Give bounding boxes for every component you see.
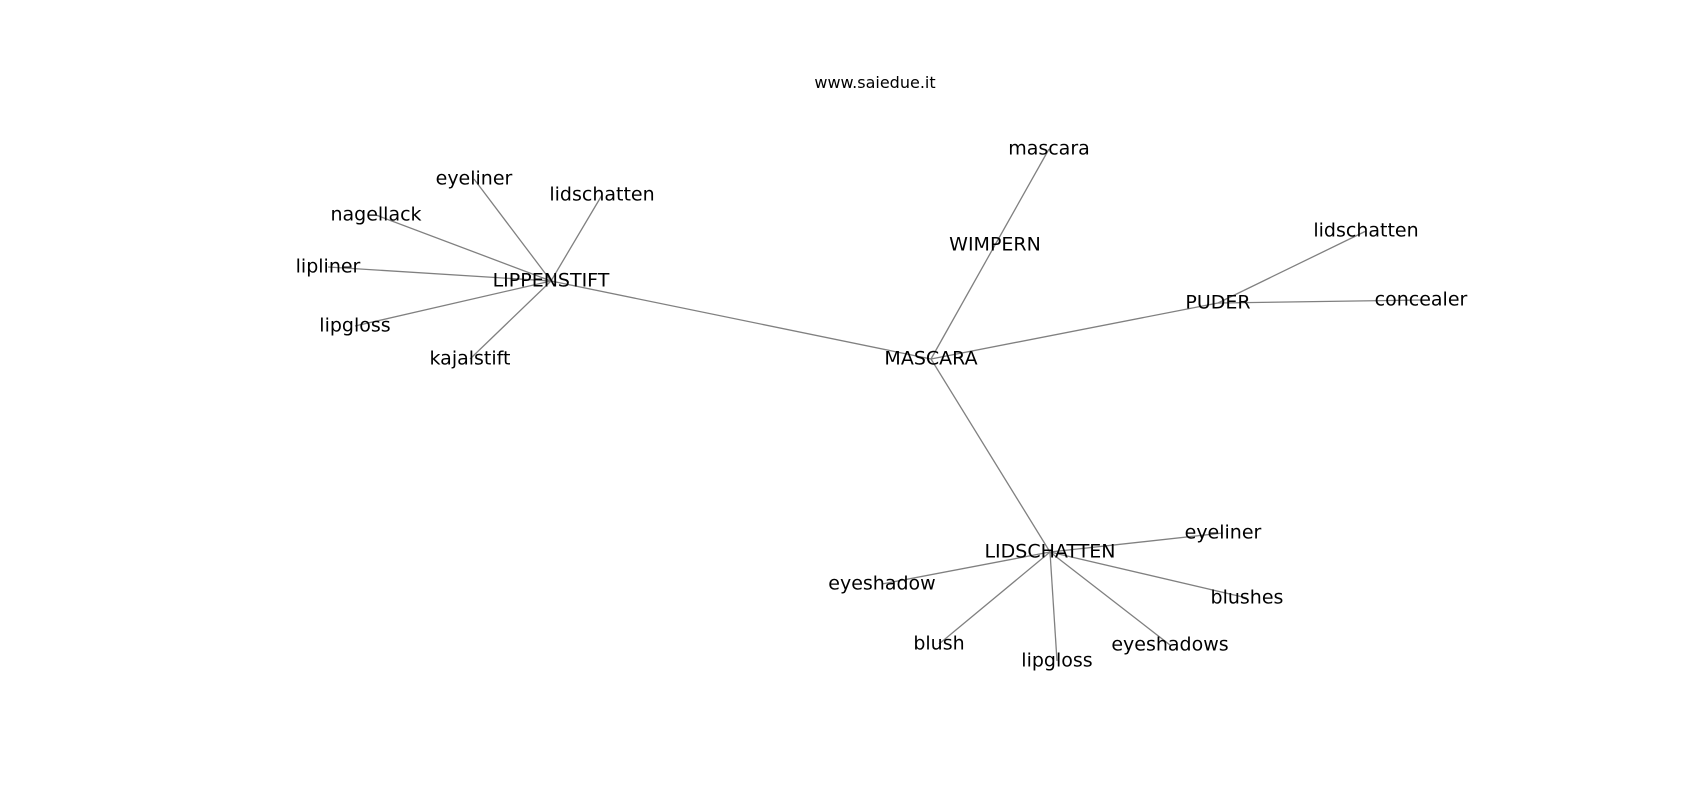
node-label-p-concealer: concealer	[1375, 289, 1468, 311]
node-label-mascara-hub: MASCARA	[884, 348, 977, 370]
node-label-ls-blushes: blushes	[1211, 587, 1284, 609]
node-label-lidschatten-hub: LIDSCHATTEN	[984, 541, 1115, 563]
edge-lippenstift-l_eyeliner	[473, 178, 552, 282]
site-url-label: www.saiedue.it	[814, 73, 935, 92]
edge-lidschatten_hub-ls_eyeshadows	[1049, 551, 1171, 646]
edge-mascara_hub-wimpern	[930, 244, 996, 360]
edge-lippenstift-l_lipliner	[327, 266, 552, 282]
edge-lidschatten_hub-ls_blushes	[1049, 551, 1248, 599]
edge-wimpern-w_mascara	[994, 148, 1050, 246]
node-label-l-kajalstift: kajalstift	[430, 348, 511, 370]
edge-puder-p_concealer	[1217, 299, 1422, 304]
node-label-w-mascara: mascara	[1008, 138, 1090, 160]
node-label-ls-lipgloss: lipgloss	[1021, 650, 1092, 672]
edge-lidschatten_hub-ls_eyeshadow	[881, 551, 1051, 585]
edge-mascara_hub-lippenstift	[550, 280, 932, 360]
node-label-l-lidschatten: lidschatten	[549, 184, 654, 206]
edge-puder-p_lidschatten	[1217, 230, 1367, 304]
node-label-l-eyeliner: eyeliner	[436, 168, 513, 190]
node-label-ls-eyeshadow: eyeshadow	[828, 573, 935, 595]
edge-mascara_hub-puder	[930, 302, 1219, 360]
node-label-ls-blush: blush	[913, 633, 964, 655]
edge-mascara_hub-lidschatten_hub	[930, 358, 1051, 553]
edge-lippenstift-l_nagellack	[375, 214, 552, 282]
node-label-lippenstift: LIPPENSTIFT	[493, 270, 610, 292]
node-label-p-lidschatten: lidschatten	[1313, 220, 1418, 242]
edges-layer	[327, 148, 1422, 662]
node-label-l-lipgloss: lipgloss	[319, 315, 390, 337]
edge-lippenstift-l_lidschatten	[550, 194, 603, 282]
node-label-ls-eyeliner: eyeliner	[1185, 522, 1262, 544]
edge-lippenstift-l_kajalstift	[469, 280, 552, 360]
edge-lidschatten_hub-ls_blush	[938, 551, 1051, 645]
node-label-ls-eyeshadows: eyeshadows	[1111, 634, 1228, 656]
node-label-l-nagellack: nagellack	[330, 204, 421, 226]
labels-layer: MASCARA LIPPENSTIFT WIMPERN PUDER LIDSCHATTE…	[296, 138, 1468, 672]
edge-lippenstift-l_lipgloss	[354, 280, 552, 327]
edge-lidschatten_hub-ls_eyeliner	[1049, 532, 1224, 553]
node-label-puder: PUDER	[1185, 292, 1250, 314]
node-label-l-lipliner: lipliner	[296, 256, 361, 278]
edge-lidschatten_hub-ls_lipgloss	[1049, 551, 1058, 662]
node-label-wimpern: WIMPERN	[949, 234, 1041, 256]
